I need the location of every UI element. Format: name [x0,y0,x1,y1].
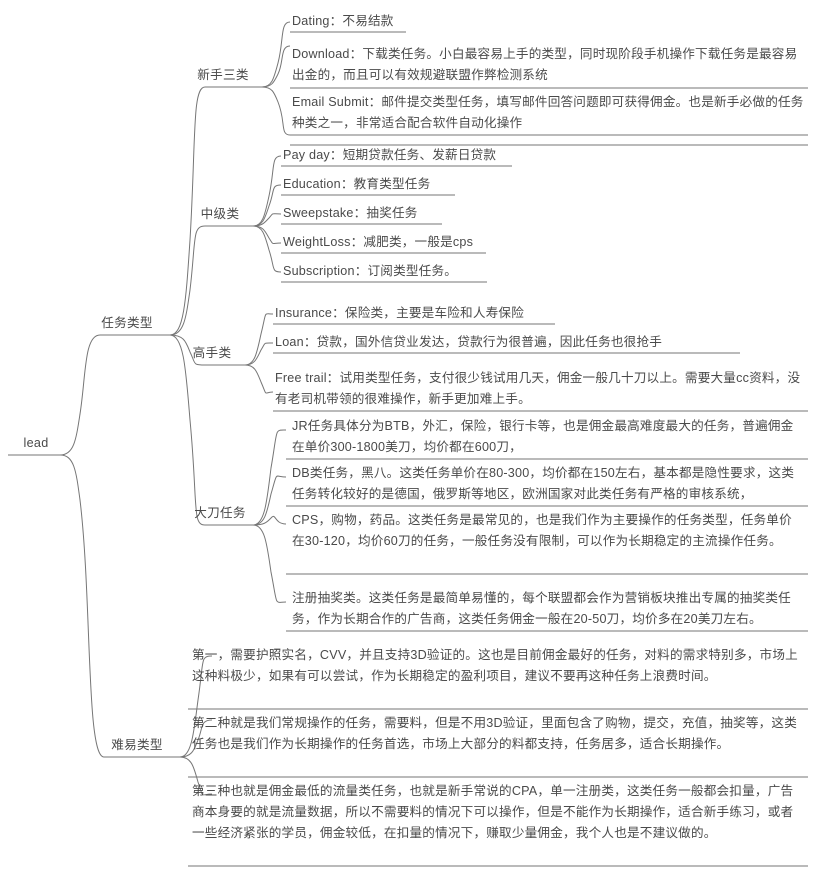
leaf-weight-loss[interactable]: WeightLoss：减肥类，一般是cps [283,235,474,249]
edge-root-to-difficulty-type [59,454,105,758]
edge-inter-payday [252,155,282,227]
edge-bigknife-cps [252,515,287,526]
leaf-free-trail[interactable]: Free trail：试用类型任务，支付很少钱试用几天，佣金一般几十刀以上。需要… [275,371,801,406]
leaf-cps[interactable]: CPS，购物，药品。这类任务是最常见的，也是我们作为主要操作的任务类型，任务单价… [292,513,792,548]
leaf-difficulty-level-2[interactable]: 第二种就是我们常规操作的任务，需要料，但是不用3D验证，里面包含了购物，提交，充… [192,716,798,751]
leaf-difficulty-level-3[interactable]: 第三种也就是佣金最低的流量类任务，也就是新手常说的CPA，单一注册类，这类任务一… [192,784,794,840]
edge-root-to-task-type [59,334,101,456]
edge-inter-weightloss [252,225,282,245]
leaf-subscription[interactable]: Subscription：订阅类型任务。 [283,264,458,278]
root-node-lead[interactable]: lead [23,436,49,450]
edge-bigknife-register [252,524,287,603]
leaf-loan[interactable]: Loan：贷款，国外信贷业发达，贷款行为很普遍，因此任务也很抢手 [275,335,663,349]
edge-bigknife-db [252,475,287,526]
branch-label-task-type[interactable]: 任务类型 [101,316,153,330]
edge-task-to-big-knife [169,334,206,526]
edge-bigknife-jr [252,429,287,526]
edge-expert-freetrail [244,364,274,394]
leaf-insurance[interactable]: Insurance：保险类，主要是车险和人寿保险 [275,306,525,320]
leaf-db[interactable]: DB类任务，黑八。这类任务单价在80-300，均价都在150左右，基本都是隐性要… [292,466,795,501]
branch-label-newbie[interactable]: 新手三类 [197,68,249,82]
edge-inter-education [252,184,282,227]
leaf-pay-day[interactable]: Pay day：短期贷款任务、发薪日贷款 [283,148,497,162]
edge-expert-loan [244,342,274,366]
leaf-download[interactable]: Download：下载类任务。小白最容易上手的类型，同时现阶段手机操作下载任务是… [292,47,798,82]
edge-inter-subscription [252,225,282,273]
leaf-register-sweepstake[interactable]: 注册抽奖类。这类任务是最简单易懂的，每个联盟都会作为营销板块推出专属的抽奖类任务… [292,591,791,626]
branch-label-intermediate[interactable]: 中级类 [200,207,240,221]
edge-newbie-dating [261,21,291,88]
leaf-education[interactable]: Education：教育类型任务 [283,177,431,191]
edge-expert-insurance [244,313,274,366]
branch-label-big-knife[interactable]: 大刀任务 [194,506,246,520]
leaf-dating[interactable]: Dating：不易结款 [292,14,394,28]
edge-newbie-email [261,86,291,136]
leaf-email-submit[interactable]: Email Submit：邮件提交类型任务，填写邮件回答问题即可获得佣金。也是新… [292,95,804,130]
edge-newbie-download [261,45,291,88]
branch-label-difficulty-type[interactable]: 难易类型 [111,738,163,752]
branch-label-expert[interactable]: 高手类 [192,346,232,360]
edge-inter-sweepstake [252,213,282,227]
leaf-difficulty-level-1[interactable]: 第一，需要护照实名，CVV，并且支持3D验证的。这也是目前佣金最好的任务，对料的… [192,648,798,683]
leaf-jr[interactable]: JR任务具体分为BTB，外汇，保险，银行卡等，也是佣金最高难度最大的任务，普遍佣… [292,419,794,454]
leaf-sweepstake[interactable]: Sweepstake：抽奖任务 [283,206,418,220]
edge-task-to-intermediate [169,225,206,336]
